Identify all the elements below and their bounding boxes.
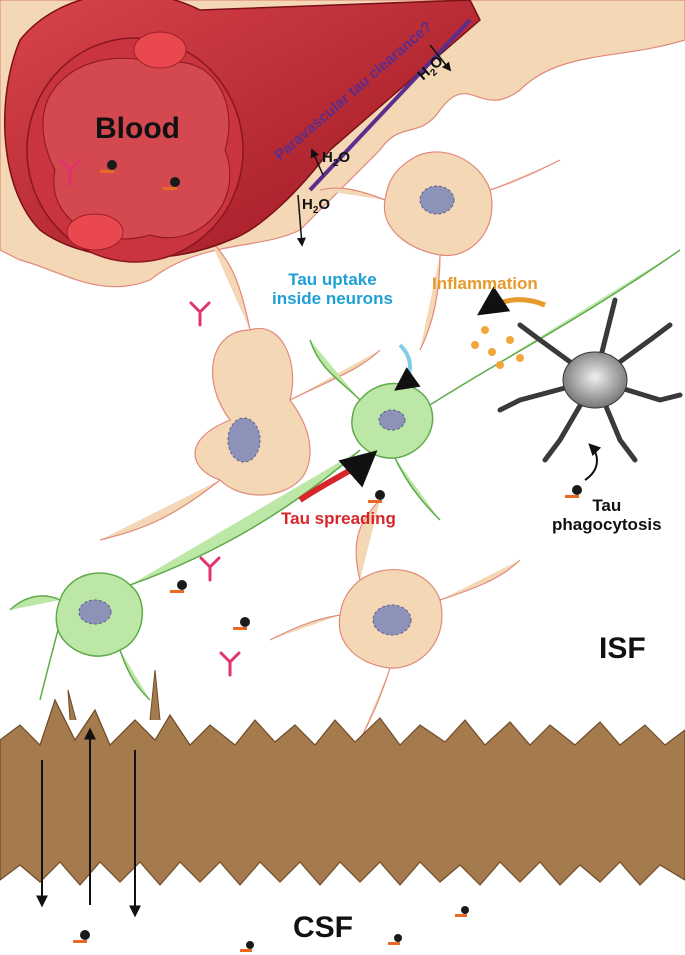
tau-oligomer-icon bbox=[73, 930, 90, 943]
water-label: H2O bbox=[322, 149, 351, 169]
red-blood-cell bbox=[133, 31, 187, 69]
tau-oligomer-icon bbox=[100, 160, 117, 173]
tau-spreading-label: Tau spreading bbox=[281, 509, 396, 528]
csf-label: CSF bbox=[293, 911, 353, 944]
ependymal-layer bbox=[0, 669, 685, 886]
astrocyte-nucleus bbox=[372, 604, 412, 636]
inflammation-label: Inflammation bbox=[432, 274, 538, 293]
antibodies bbox=[58, 158, 241, 677]
microglia-processes bbox=[497, 297, 683, 463]
cytokine-dots-icon bbox=[471, 326, 524, 369]
antibody-icon bbox=[58, 158, 82, 187]
microglia-body bbox=[562, 351, 628, 409]
blood-vessel bbox=[3, 0, 481, 263]
water-arrow bbox=[310, 148, 324, 176]
microglia bbox=[497, 297, 683, 463]
process-arrows bbox=[36, 44, 602, 918]
water-arrow bbox=[296, 194, 306, 247]
astrocyte-2 bbox=[319, 151, 561, 351]
inflammation-arrow bbox=[477, 286, 546, 316]
neuron-1 bbox=[9, 449, 361, 701]
water-arrow bbox=[429, 44, 452, 72]
tau-oligomer-icon bbox=[233, 617, 250, 630]
antibody-icon bbox=[189, 301, 211, 327]
astrocyte-1 bbox=[99, 239, 381, 541]
paravascular-band bbox=[308, 18, 472, 192]
ependymal-cells bbox=[0, 698, 685, 886]
antibody-icon bbox=[199, 556, 221, 582]
vessel-inner-membrane bbox=[42, 57, 231, 240]
water-label: H2O bbox=[302, 196, 331, 216]
neuron-nucleus bbox=[378, 409, 406, 431]
isf-label: ISF bbox=[599, 632, 646, 665]
tau-phagocytosis-label: Tau phagocytosis bbox=[552, 496, 662, 534]
phagocytosis-arrow bbox=[584, 443, 602, 481]
neuron-2 bbox=[309, 249, 681, 521]
tau-oligomer-icon bbox=[368, 490, 385, 503]
tau-oligomer-icon bbox=[565, 485, 582, 498]
astrocyte-nucleus bbox=[419, 185, 455, 215]
tau-oligomers bbox=[73, 160, 582, 952]
ependymal-cilia bbox=[67, 669, 161, 721]
blood-label: Blood bbox=[95, 112, 180, 145]
astrocyte-nucleus bbox=[227, 417, 261, 463]
tau-oligomer-icon bbox=[163, 177, 180, 190]
tau-uptake-label: Tau uptake inside neurons bbox=[272, 270, 393, 308]
tau-spreading-arrow bbox=[298, 450, 378, 503]
tau-oligomer-icon bbox=[455, 906, 469, 917]
neurons bbox=[9, 249, 681, 701]
antibody-icon bbox=[219, 651, 241, 677]
tau-oligomer-icon bbox=[388, 934, 402, 945]
tau-oligomer-icon bbox=[170, 580, 187, 593]
astrocyte-nuclei bbox=[227, 185, 455, 636]
neuron-nucleus bbox=[78, 599, 112, 625]
red-blood-cell bbox=[66, 213, 124, 251]
tau-oligomer-icon bbox=[240, 941, 254, 952]
uptake-arrow bbox=[394, 343, 421, 391]
